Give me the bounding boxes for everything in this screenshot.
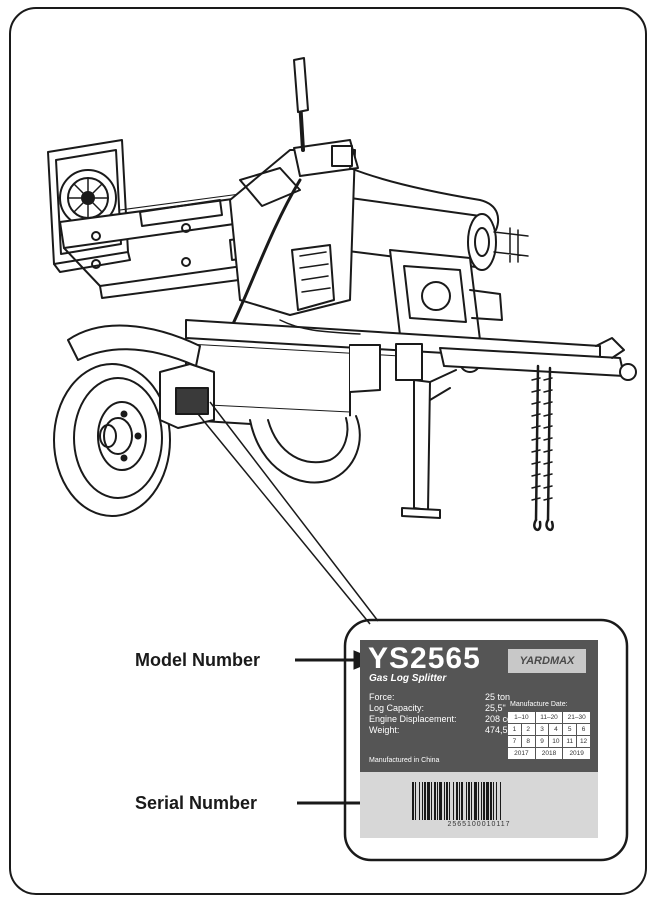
spec-value: 25,5" [485,703,506,713]
mfd-cell: 7 [508,736,521,747]
barcode-bar [493,782,494,820]
mfd-cell: 11 [563,736,577,747]
barcode-icon [412,782,501,820]
model-number-label: Model Number [135,650,261,670]
plate-subtitle: Gas Log Splitter [369,673,447,684]
barcode-bar [412,782,414,820]
manufacture-date-grid: 1–10 11–20 21–30 1 2 3 4 5 6 7 8 9 10 11… [508,712,591,760]
control-valve [228,57,499,332]
barcode-bar [478,782,479,820]
barcode-bar [459,782,460,820]
barcode-bar [453,782,454,820]
right-wheel [249,415,361,484]
barcode-bar [474,782,477,820]
barcode-bar [427,782,430,820]
mfd-cell: 1 [508,724,521,735]
spec-label: Force: [369,692,395,702]
manufactured-in: Manufactured in China [369,757,440,764]
mfd-cell: 21–30 [563,712,591,723]
barcode-bar [419,782,420,820]
barcode-bar [471,782,472,820]
barcode-bar [449,782,450,820]
mfd-days-row: 7 8 9 10 11 12 [508,736,590,747]
mfd-year-row: 2017 2018 2019 [508,748,591,759]
label-location-box [159,363,215,429]
plate-model-number: YS2565 [368,642,481,675]
safety-chains [531,364,554,531]
mfd-cell: 1–10 [508,712,535,723]
mfd-cell: 2019 [563,748,591,759]
barcode-bar [431,782,432,820]
mfd-cell: 6 [577,724,590,735]
barcode-bar [483,782,485,820]
mfd-cell: 2 [521,724,535,735]
barcode-bar [444,782,445,820]
spec-value: 474,5 lbs [485,725,522,735]
barcode-section: 2565100010117 [360,772,598,838]
engine [229,149,503,341]
mfd-cell: 4 [549,724,563,735]
outer-frame [9,7,647,895]
mfd-cell: 10 [549,736,563,747]
model-plate: YS2565 Gas Log Splitter YARDMAX Force: 2… [360,640,598,772]
barcode-bar [434,782,436,820]
left-wheel [53,363,171,517]
brand-logo: YARDMAX [508,649,586,673]
mfd-cell: 11–20 [535,712,563,723]
barcode-bar [446,782,448,820]
serial-number-value: 2565100010117 [447,821,511,828]
barcode-bar [466,782,467,820]
fender [67,324,201,367]
barcode-bar [468,782,470,820]
barcode-bar [415,782,416,820]
spec-label: Engine Displacement: [369,714,457,724]
mfd-days-row: 1 2 3 4 5 6 [508,724,590,735]
log-splitter-illustration [47,57,637,531]
detail-callout-frame [343,618,629,862]
barcode-bar [481,782,482,820]
mfd-range-row: 1–10 11–20 21–30 [508,712,591,723]
spec-label: Weight: [369,725,400,735]
barcode-bar [461,782,463,820]
spec-label: Log Capacity: [369,703,425,713]
mfd-cell: 8 [521,736,535,747]
mfd-cell: 9 [535,736,549,747]
jack-stand [401,369,457,519]
barcode-bar [486,782,489,820]
spec-value: 25 ton [485,692,511,702]
tow-tongue [439,337,637,381]
zoom-lines [197,401,379,625]
barcode-bar [424,782,426,820]
barcode-bar [496,782,497,820]
mfd-cell: 2018 [535,748,563,759]
barcode-bar [500,782,501,820]
barcode-bar [456,782,458,820]
barcode-bar [439,782,442,820]
mfd-cell: 2017 [508,748,535,759]
serial-number-label: Serial Number [135,793,258,813]
spec-value: 208 cc [485,714,512,724]
barcode-bar [422,782,423,820]
barcode-bar [437,782,438,820]
wedge-plate [47,139,131,273]
mfd-cell: 3 [535,724,549,735]
barcode-bar [490,782,492,820]
manufacture-date-title: Manufacture Date: [510,701,568,708]
mfd-cell: 12 [577,736,590,747]
mfd-cell: 5 [563,724,577,735]
